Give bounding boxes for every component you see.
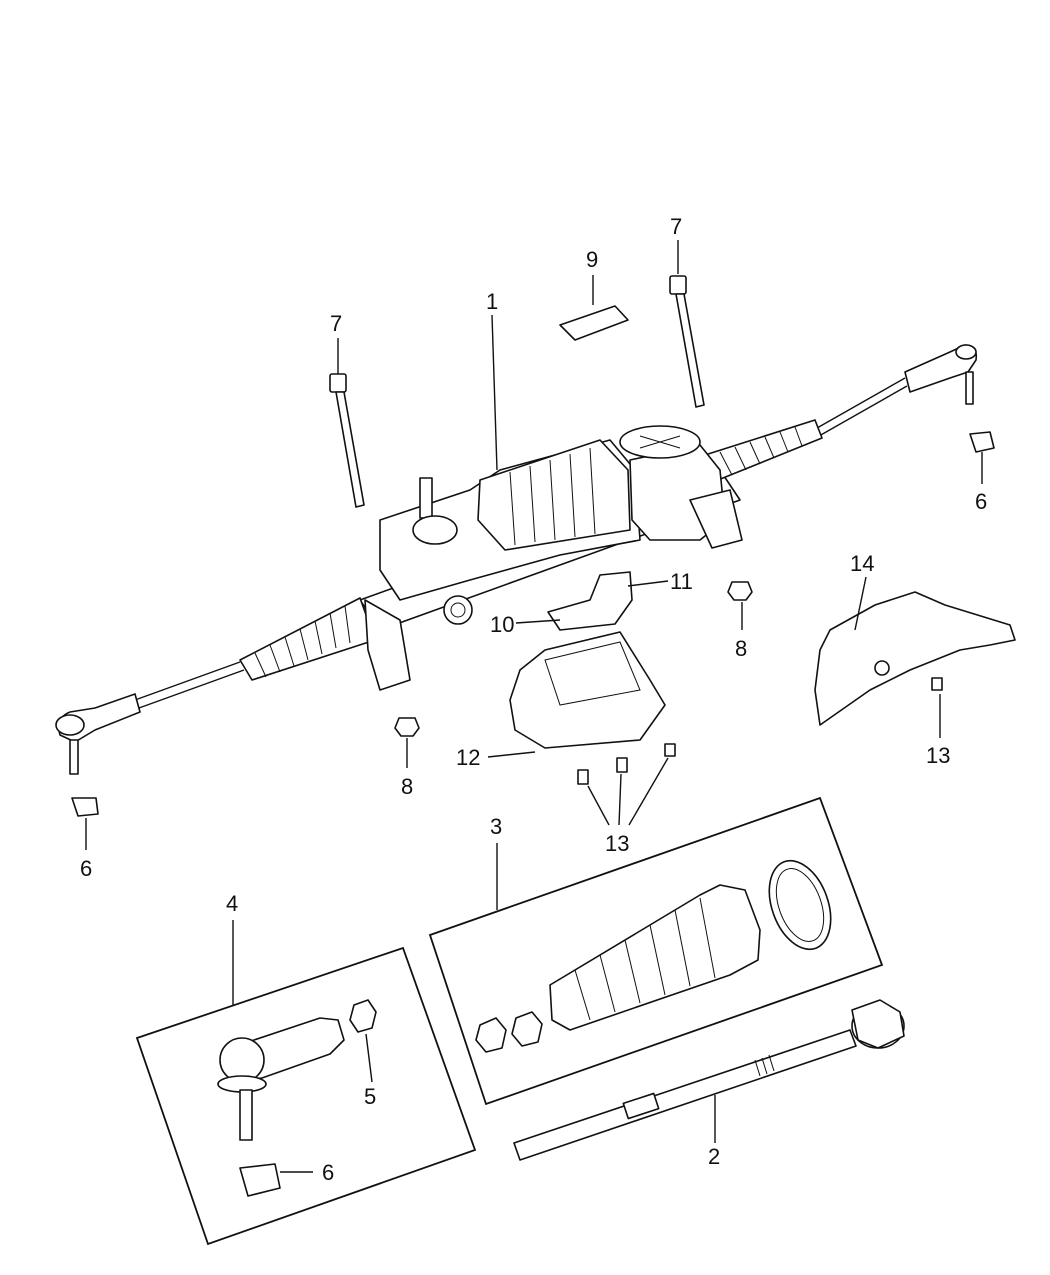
bellows-boot <box>549 884 761 1031</box>
callout-7-left: 7 <box>330 311 342 336</box>
mounting-bolt-left <box>329 373 365 508</box>
nut-6-right <box>969 431 995 453</box>
callout-12: 12 <box>456 745 480 770</box>
boot-kit-box <box>428 796 884 1106</box>
callout-13-right: 13 <box>926 743 950 768</box>
tie-rod-end-kit-box <box>135 946 477 1246</box>
callout-8-right: 8 <box>735 636 747 661</box>
tie-rod-end-nut <box>349 999 377 1033</box>
boot-kit-nut <box>475 1017 507 1053</box>
callout-6-left: 6 <box>80 856 92 881</box>
boot-clamp <box>768 859 832 951</box>
callout-14: 14 <box>850 551 874 576</box>
callout-6-right: 6 <box>975 489 987 514</box>
callout-labels: 1 2 3 4 5 6 6 6 7 7 8 8 9 10 11 12 13 13… <box>80 214 987 1185</box>
callout-1: 1 <box>486 289 498 314</box>
nut-8-right <box>727 581 753 601</box>
callout-9: 9 <box>586 247 598 272</box>
nut-6-left <box>71 797 99 817</box>
callout-5: 5 <box>364 1084 376 1109</box>
screw-13-c <box>664 743 676 757</box>
tie-rod-end-nut-6 <box>239 1163 281 1197</box>
nut-8-left <box>394 717 420 737</box>
callout-3: 3 <box>490 814 502 839</box>
heat-shield-right <box>814 591 1016 726</box>
callout-13-shield: 13 <box>605 831 629 856</box>
callout-4: 4 <box>226 891 238 916</box>
boot-kit-sleeve <box>511 1011 543 1047</box>
steering-rack-assembly <box>55 344 978 775</box>
callout-2: 2 <box>708 1144 720 1169</box>
mounting-bracket <box>547 571 633 631</box>
mounting-bolt-right <box>669 275 705 408</box>
callout-11: 11 <box>670 569 693 594</box>
leader-lines <box>85 240 983 1173</box>
label-plate <box>559 305 629 341</box>
inner-tie-rod <box>513 999 905 1161</box>
callout-8-left: 8 <box>401 774 413 799</box>
callout-7-right: 7 <box>670 214 682 239</box>
tie-rod-end <box>217 1017 345 1141</box>
screw-13-a <box>577 769 589 785</box>
callout-10: 10 <box>490 612 514 637</box>
callout-6-kit: 6 <box>322 1160 334 1185</box>
screw-13-b <box>616 757 628 773</box>
heat-shield <box>509 631 666 749</box>
screw-13-d <box>931 677 943 691</box>
